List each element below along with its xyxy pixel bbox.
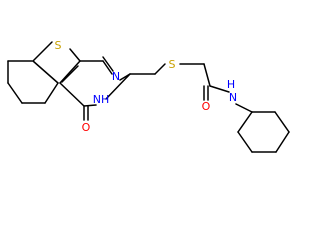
bond xyxy=(154,63,166,75)
bond xyxy=(69,48,81,62)
bond xyxy=(237,111,253,133)
atom-label-oxygen: O xyxy=(202,100,211,113)
atom-label-sulfur: S xyxy=(55,39,62,52)
bond xyxy=(235,103,253,113)
atom-label-nh: NH xyxy=(93,93,110,106)
bond xyxy=(7,82,23,104)
bond xyxy=(59,60,81,84)
bond xyxy=(102,60,113,75)
atom-label-nitrogen: N xyxy=(229,91,237,104)
bond xyxy=(102,56,114,72)
bond xyxy=(274,111,290,133)
bond xyxy=(203,63,211,87)
bond xyxy=(32,41,53,62)
bond xyxy=(44,82,59,104)
atom-label-oxygen: O xyxy=(82,121,91,134)
bond xyxy=(83,104,97,107)
bond-lines xyxy=(7,41,290,153)
bond xyxy=(275,131,290,153)
atom-label-h: H xyxy=(227,78,235,91)
bond xyxy=(209,85,230,93)
structure-diagram: S N NH O S O H N xyxy=(7,39,290,153)
atom-label-sulfur: S xyxy=(169,58,176,71)
bond xyxy=(237,131,253,153)
bond xyxy=(59,82,85,107)
bond xyxy=(61,65,79,83)
molecule-drawing: S N NH O S O H N xyxy=(7,39,290,153)
bond xyxy=(105,73,131,100)
atom-label-nitrogen: N xyxy=(112,70,120,83)
bond xyxy=(32,60,59,84)
